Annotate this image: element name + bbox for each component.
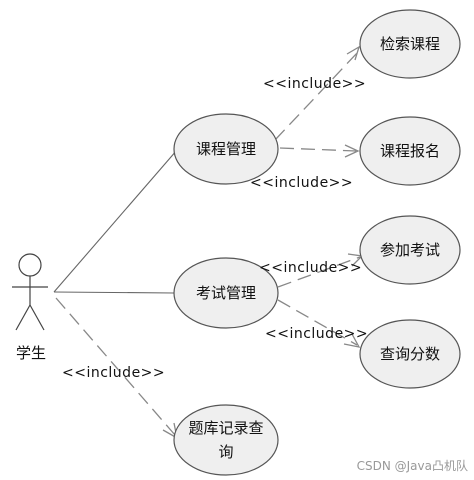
dep-course-search-arrow: [346, 45, 361, 61]
stereo-include-join: <<include>>: [259, 260, 362, 276]
label-join-exam: 参加考试: [380, 241, 440, 259]
actor-label: 学生: [16, 344, 46, 362]
dep-course-search: [274, 51, 359, 141]
label-question-bank-line1: 题库记录查: [188, 419, 263, 437]
stereo-include-question-bank: <<include>>: [62, 365, 165, 381]
usecase-question-bank: [173, 404, 279, 476]
stereo-include-search: <<include>>: [263, 76, 366, 92]
dep-exam-join: [277, 256, 361, 288]
label-question-bank-line2: 询: [218, 443, 233, 461]
dep-exam-score-arrow: [343, 333, 361, 348]
actor-head: [18, 253, 42, 277]
usecase-search-course: [359, 9, 461, 79]
usecase-exam-mgmt: [173, 257, 279, 329]
label-query-score: 查询分数: [380, 345, 440, 363]
label-course-enroll: 课程报名: [380, 142, 440, 160]
actor-left-leg: [15, 304, 31, 331]
usecase-course-enroll: [359, 116, 461, 186]
label-course-mgmt: 课程管理: [196, 140, 256, 158]
dep-course-enroll: [279, 147, 357, 152]
assoc-exam-mgmt: [53, 291, 175, 294]
actor-right-leg: [29, 304, 45, 331]
dep-course-enroll-arrow: [344, 144, 360, 158]
label-exam-mgmt: 考试管理: [196, 284, 256, 302]
label-search-course: 检索课程: [380, 35, 440, 53]
watermark: CSDN @Java凸机队: [357, 458, 468, 473]
stereo-include-score: <<include>>: [265, 326, 368, 342]
usecase-query-score: [359, 319, 461, 389]
stereo-include-enroll: <<include>>: [250, 175, 353, 191]
usecase-join-exam: [359, 215, 461, 285]
dep-question-bank: [55, 297, 176, 436]
actor-student: [12, 253, 48, 331]
dep-exam-score: [277, 299, 358, 346]
usecase-course-mgmt: [173, 113, 279, 185]
assoc-course-mgmt: [53, 149, 178, 293]
